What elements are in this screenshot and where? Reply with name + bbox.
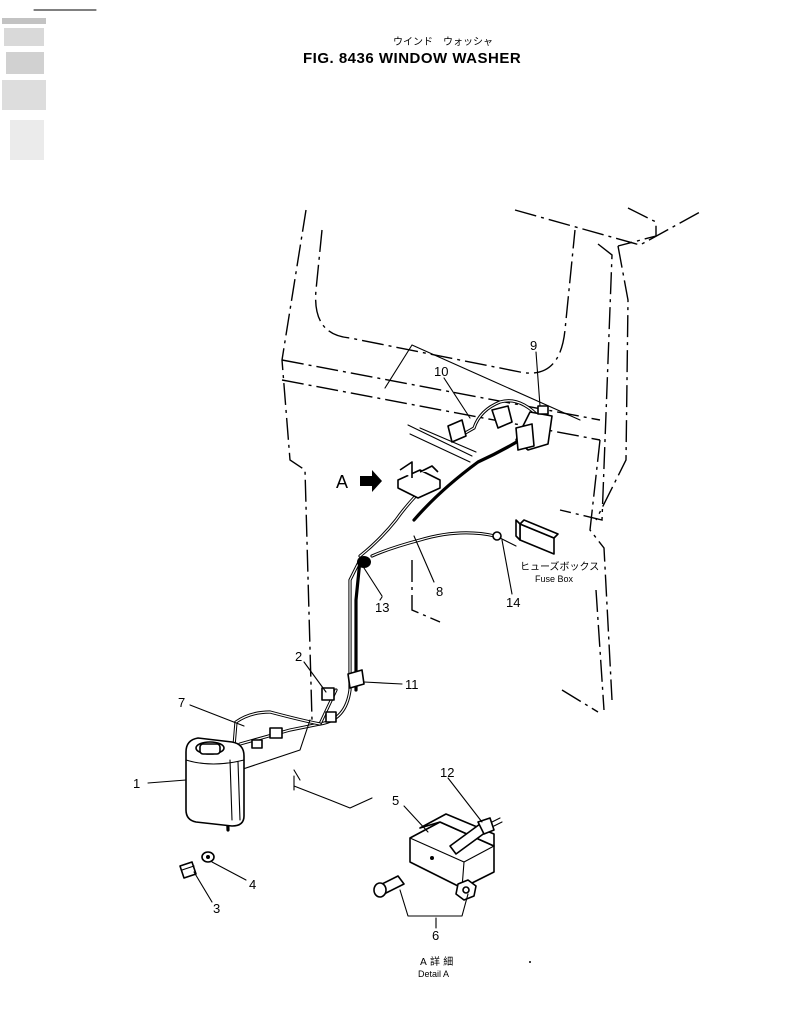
detail-label-en: Detail A <box>418 969 449 979</box>
washer-tank <box>185 737 245 827</box>
callout-3: 3 <box>213 901 220 916</box>
callout-2: 2 <box>295 649 302 664</box>
title-japanese: ウインド ウォッシャ <box>393 36 493 48</box>
callout-14: 14 <box>506 595 520 610</box>
callout-numbers: 1 2 3 4 5 6 7 8 9 10 11 12 13 14 <box>133 338 537 943</box>
callout-6: 6 <box>432 928 439 943</box>
callout-1: 1 <box>133 776 140 791</box>
fuse-box: ヒューズボックス Fuse Box <box>492 519 599 584</box>
fuse-box-label-jp: ヒューズボックス <box>520 560 599 573</box>
callout-8: 8 <box>436 584 443 599</box>
tank-connectors <box>251 727 283 749</box>
fuse-box-label-en: Fuse Box <box>535 574 574 584</box>
switch-panel-area <box>384 344 581 463</box>
callout-9: 9 <box>530 338 537 353</box>
tank-bracket <box>239 719 373 809</box>
callout-5: 5 <box>392 793 399 808</box>
callout-12: 12 <box>440 765 454 780</box>
callout-13: 13 <box>375 600 389 615</box>
scan-noise <box>2 9 97 160</box>
grommet-13 <box>357 556 383 597</box>
detail-label-jp: A 詳 細 <box>420 955 453 968</box>
bolt-6 <box>373 875 405 898</box>
nut-6 <box>455 879 477 901</box>
washer-4 <box>201 851 215 863</box>
callout-11: 11 <box>405 677 419 692</box>
callout-4: 4 <box>249 877 256 892</box>
bracket-detail-a <box>397 461 441 499</box>
cab-outline <box>281 207 701 721</box>
view-arrow-a: A <box>336 470 382 492</box>
switch-assembly <box>515 405 553 451</box>
callout-7: 7 <box>178 695 185 710</box>
wiring-harness <box>224 399 542 832</box>
bolt-3 <box>179 861 197 879</box>
detail-a-caption: A 詳 細 Detail A <box>418 955 531 979</box>
connector-10 <box>447 405 513 443</box>
view-letter-a: A <box>336 472 348 492</box>
callout-10: 10 <box>434 364 448 379</box>
figure-title: FIG. 8436 WINDOW WASHER <box>303 50 521 67</box>
leader-lines <box>147 351 541 929</box>
clip-11 <box>347 669 365 689</box>
